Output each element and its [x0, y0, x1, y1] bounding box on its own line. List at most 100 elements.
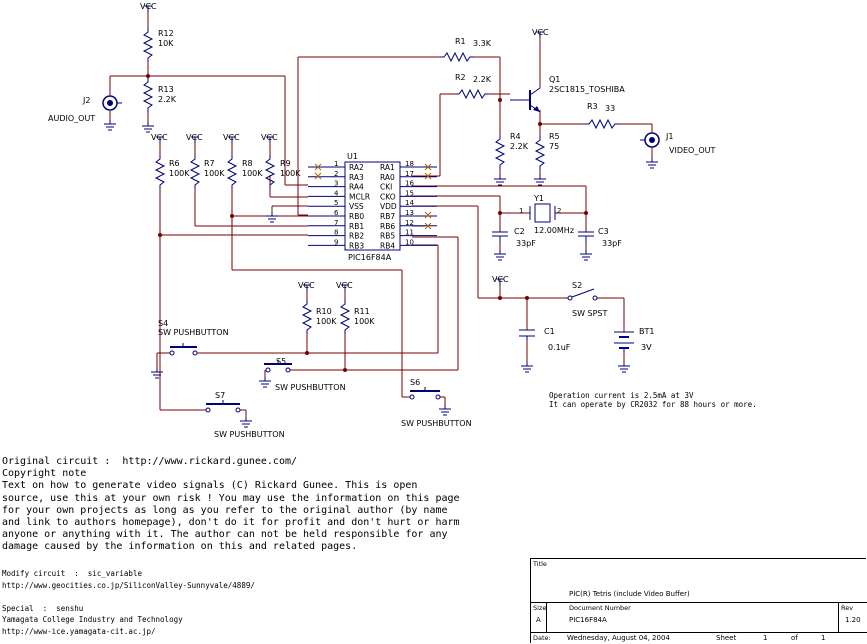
svg-text:J2: J2 [82, 96, 90, 105]
svg-text:R10: R10 [316, 307, 332, 316]
junctions [146, 74, 588, 372]
svg-text:R4: R4 [510, 132, 521, 141]
vcc-label: VCC [186, 133, 203, 142]
resistor-r6: R6 100K [155, 154, 190, 190]
of-label: of [791, 634, 798, 642]
pin-name: RB3 [349, 241, 364, 250]
switch-s6: S6 SW PUSHBUTTON [401, 378, 472, 428]
pin-name: RB6 [380, 222, 395, 231]
modify-line: Yamagata College Industry and Technology [2, 615, 183, 624]
vcc-label: VCC [261, 133, 278, 142]
svg-text:2.2K: 2.2K [510, 142, 529, 151]
pin-name: RA2 [349, 163, 364, 172]
svg-text:S5: S5 [276, 357, 286, 366]
pin-number: 14 [405, 199, 414, 207]
svg-text:100K: 100K [316, 317, 337, 326]
svg-text:SW PUSHBUTTON: SW PUSHBUTTON [158, 328, 229, 337]
svg-text:1: 1 [519, 207, 523, 215]
modify-line [2, 591, 255, 603]
vcc-symbols: VCC VCC VCC VCC VCC VCC VCC VCC VCC [140, 2, 549, 292]
svg-text:SW PUSHBUTTON: SW PUSHBUTTON [275, 383, 346, 392]
svg-text:It can operate by CR2032 for 8: It can operate by CR2032 for 88 hours or… [549, 400, 757, 409]
svg-text:U1: U1 [347, 152, 358, 161]
pin-name: CKI [380, 183, 392, 192]
pin-name: RB7 [380, 212, 395, 221]
svg-text:PIC16F84A: PIC16F84A [348, 253, 392, 262]
switch-s2: S2 SW SPST [567, 281, 608, 318]
size-label: Size [533, 604, 547, 612]
vcc-label: VCC [151, 133, 168, 142]
date-label: Date: [533, 634, 551, 642]
svg-text:R1: R1 [455, 37, 466, 46]
rev-label: Rev [841, 604, 854, 612]
pin-number: 10 [405, 238, 414, 246]
svg-text:100K: 100K [169, 169, 190, 178]
svg-text:100K: 100K [242, 169, 263, 178]
resistor-r13: R13 2.2K [143, 77, 177, 113]
svg-text:R5: R5 [549, 132, 560, 141]
docnum-label: Document Number [569, 604, 631, 612]
svg-text:S4: S4 [158, 319, 168, 328]
svg-text:SW SPST: SW SPST [572, 309, 608, 318]
svg-text:2: 2 [557, 207, 561, 215]
resistor-r9: R9 100K [265, 154, 301, 190]
svg-text:C2: C2 [514, 227, 525, 236]
resistor-r8: R8 100K [227, 154, 263, 190]
svg-text:S6: S6 [410, 378, 420, 387]
capacitor-c2: C2 33pF [492, 227, 536, 248]
resistor-r2: R2 2.2K [454, 73, 492, 99]
svg-text:33pF: 33pF [602, 239, 622, 248]
rev-value: 1.20 [845, 616, 861, 624]
vcc-label: VCC [140, 2, 157, 11]
svg-text:J1: J1 [665, 132, 673, 141]
svg-text:VIDEO_OUT: VIDEO_OUT [669, 146, 715, 155]
pin-number: 16 [405, 180, 414, 188]
operation-note: Operation current is 2.5mA at 3V It can … [549, 391, 757, 409]
svg-text:33: 33 [605, 104, 615, 113]
pin-name: RA0 [380, 173, 395, 182]
vcc-label: VCC [336, 281, 353, 290]
svg-text:Operation current is 2.5mA at: Operation current is 2.5mA at 3V [549, 391, 694, 400]
svg-text:100K: 100K [204, 169, 225, 178]
resistor-r12: R12 10K [143, 27, 174, 63]
svg-text:12.00MHz: 12.00MHz [534, 226, 574, 235]
switch-s4: S4 SW PUSHBUTTON [157, 319, 229, 356]
svg-text:0.1uF: 0.1uF [548, 343, 571, 352]
switch-s5: S5 SW PUSHBUTTON [264, 357, 346, 392]
pin-number: 13 [405, 209, 414, 217]
sheet-value: 1 [763, 634, 768, 642]
svg-text:R13: R13 [158, 85, 174, 94]
copyright-line: Text on how to generate video signals (C… [2, 480, 418, 492]
pin-number: 6 [334, 209, 339, 217]
pin-number: 4 [334, 189, 339, 197]
svg-text:C3: C3 [598, 227, 609, 236]
connector-j2: J2 AUDIO_OUT [48, 95, 122, 123]
svg-text:C1: C1 [544, 327, 555, 336]
resistor-r1: R1 3.3K [439, 37, 492, 62]
copyright-line: Original circuit : http://www.rickard.gu… [2, 456, 298, 467]
pin-number: 15 [405, 189, 414, 197]
svg-text:100K: 100K [280, 169, 301, 178]
svg-text:SW PUSHBUTTON: SW PUSHBUTTON [214, 430, 285, 439]
svg-text:100K: 100K [354, 317, 375, 326]
svg-text:R7: R7 [204, 159, 215, 168]
vcc-label: VCC [532, 28, 549, 37]
svg-text:2.2K: 2.2K [473, 75, 492, 84]
size-value: A [536, 616, 541, 624]
pin-name: VDD [380, 202, 397, 211]
modify-line: http://www-ice.yamagata-cit.ac.jp/ [2, 626, 156, 636]
pin-number: 5 [334, 199, 338, 207]
pin-number: 12 [405, 219, 414, 227]
svg-text:33pF: 33pF [516, 239, 536, 248]
resistor-r5: R5 75 [535, 132, 560, 171]
pin-number: 11 [405, 229, 414, 237]
pin-name: RB5 [380, 232, 395, 241]
modify-line: Modify circuit : sic_variable [2, 569, 142, 578]
pin-name: VSS [349, 202, 364, 211]
modify-line: Special : senshu [2, 603, 84, 613]
crystal-y1: Y1 1 2 12.00MHz [519, 194, 574, 235]
svg-text:S7: S7 [215, 391, 225, 400]
sheet-title: PIC(R) Tetris (include Video Buffer) [569, 590, 690, 598]
